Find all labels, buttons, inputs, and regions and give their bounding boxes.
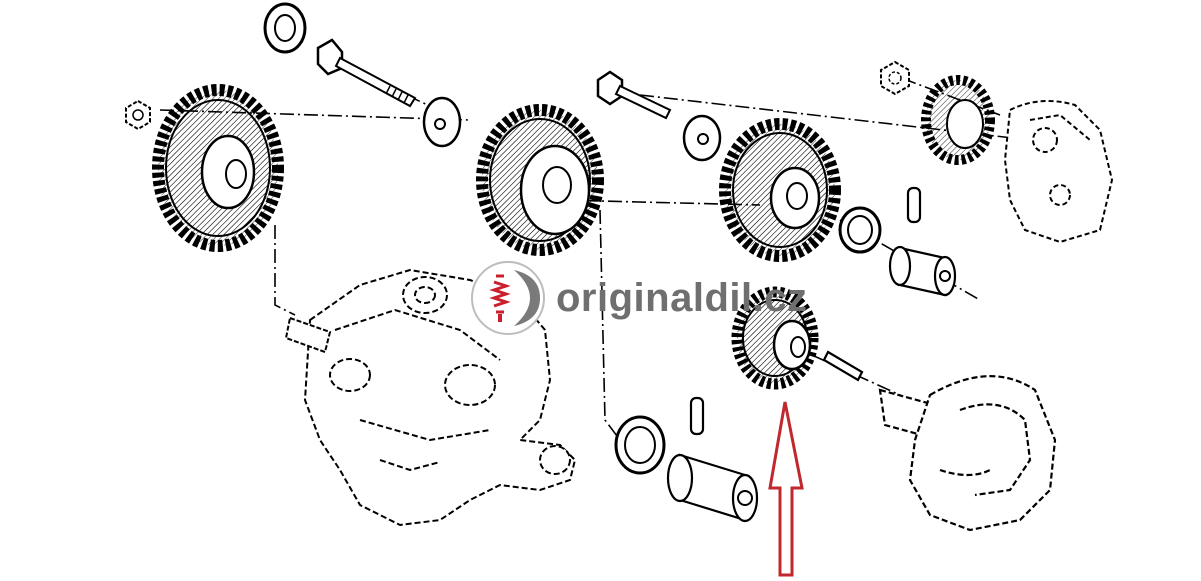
sleeve-lower [666, 453, 759, 523]
gear-top-right [921, 75, 995, 165]
woodruff-key [822, 350, 864, 382]
ring-right [838, 206, 882, 254]
pin-lower [689, 396, 705, 436]
ring-lower [614, 415, 666, 475]
large-gear-left [152, 84, 284, 252]
long-bolt-top [316, 38, 417, 108]
bolt-center [596, 70, 672, 120]
nut-left [125, 99, 151, 131]
watermark-text: originaldil.cz [556, 276, 808, 320]
pin-upper [906, 186, 922, 224]
nut-right [880, 60, 910, 96]
callout-arrow [768, 401, 804, 577]
crankshaft-gear [731, 286, 819, 390]
washer-right [682, 114, 722, 162]
sleeve-upper [888, 245, 957, 297]
housing-far-right [1003, 100, 1114, 244]
gear-center-right [719, 118, 841, 262]
washer-center [422, 96, 462, 148]
large-gear-center [476, 104, 604, 256]
seal-ring-top [263, 2, 307, 54]
pump-shaft [284, 316, 332, 354]
crankshaft [878, 375, 1057, 532]
watermark: originaldil.cz [470, 260, 807, 336]
spring-shock-logo-icon [471, 261, 545, 335]
